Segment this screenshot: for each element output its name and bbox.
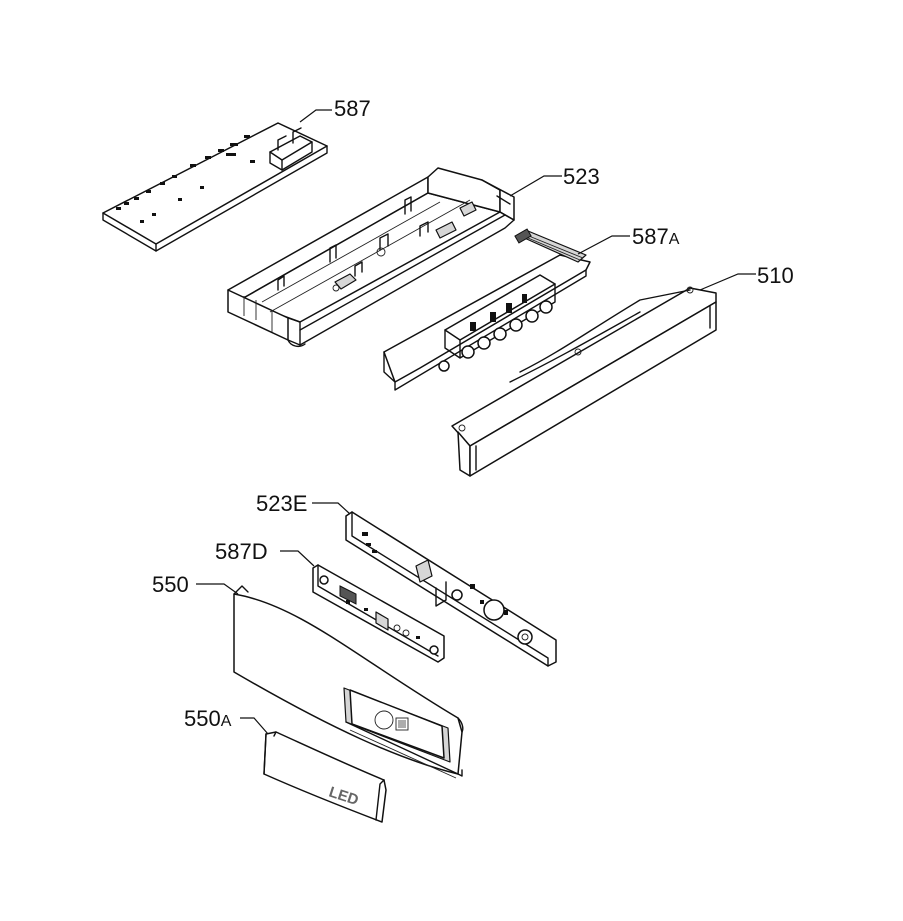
callout-labels: 587 523 587A 510 523E 587D 550 550A — [152, 96, 794, 731]
part-550A-lens: LED — [263, 731, 387, 823]
part-510-trim — [451, 286, 717, 477]
callout-523: 523 — [563, 164, 600, 189]
callout-510: 510 — [757, 263, 794, 288]
part-587-pcb — [102, 122, 328, 252]
part-550-cover — [233, 585, 464, 779]
callout-550A: 550A — [184, 706, 232, 731]
part-587A-display-pcb — [383, 228, 591, 391]
part-587D-small-pcb — [312, 564, 445, 663]
part-523E-bracket — [345, 511, 557, 667]
callout-523E: 523E — [256, 491, 307, 516]
callout-587D: 587D — [215, 539, 268, 564]
part-523-housing — [227, 167, 515, 348]
callout-587A: 587A — [632, 224, 680, 249]
callout-550: 550 — [152, 572, 189, 597]
leader-lines — [196, 109, 756, 735]
callout-587: 587 — [334, 96, 371, 121]
